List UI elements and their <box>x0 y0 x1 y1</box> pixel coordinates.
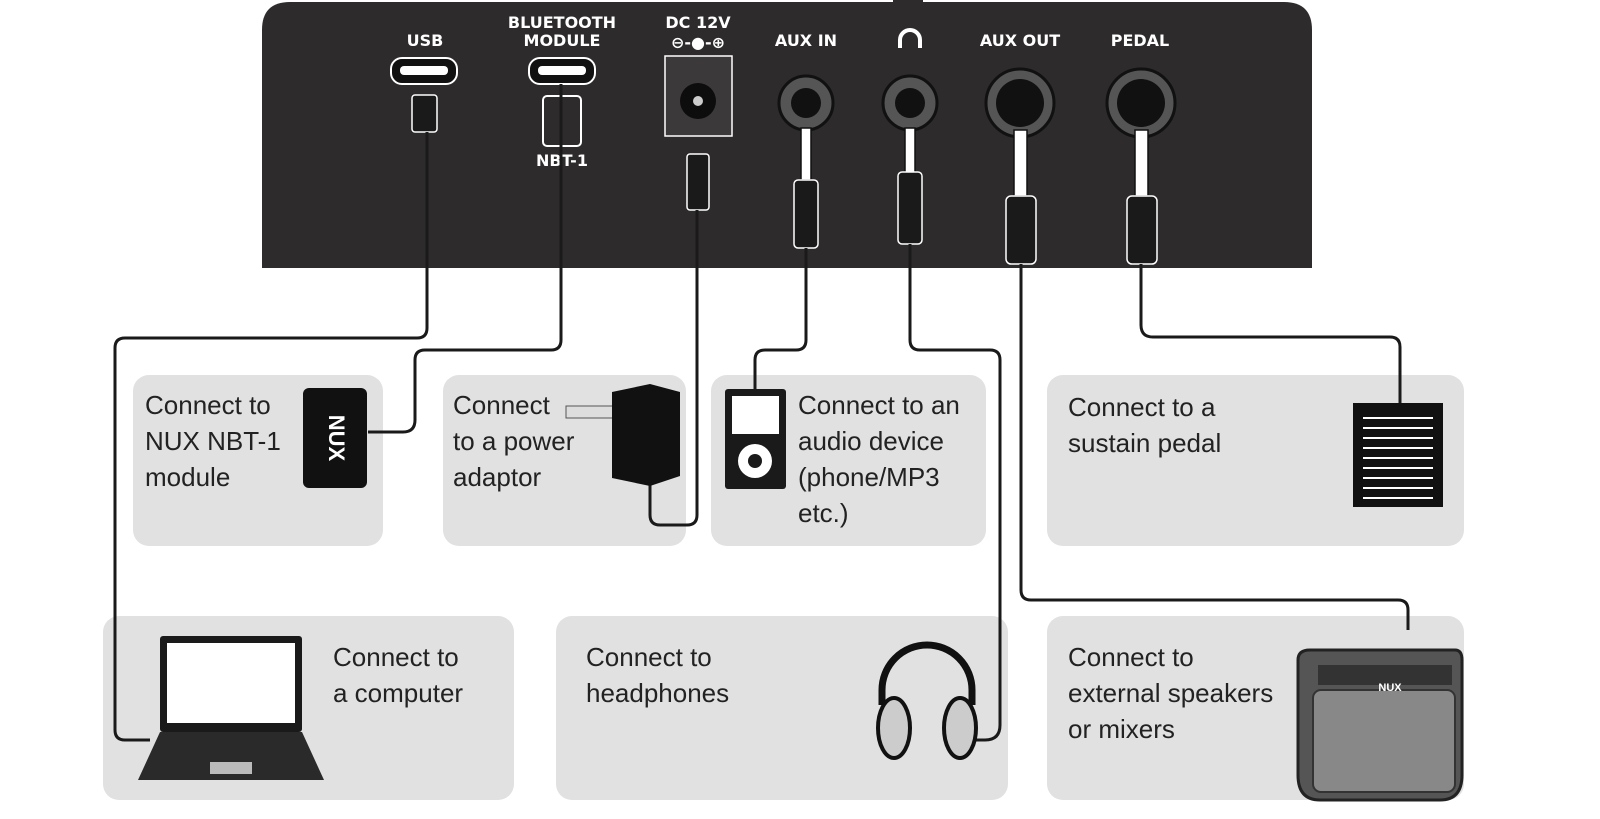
port-label-bluetooth: BLUETOOTH <box>508 13 616 32</box>
port-label-aux-in: AUX IN <box>775 31 837 50</box>
rear-panel <box>262 2 1312 268</box>
port-label-aux-out: AUX OUT <box>980 31 1060 50</box>
computer-text-1: Connect to <box>333 642 459 672</box>
power-text-2: to a power <box>453 426 575 456</box>
usb-plug <box>411 94 438 133</box>
headphones-device-icon <box>876 641 978 760</box>
power-text-1: Connect <box>453 390 551 420</box>
headphones-text-1: Connect to <box>586 642 712 672</box>
nbt-text-2: NUX NBT-1 <box>145 426 281 456</box>
nbt-text-1: Connect to <box>145 390 271 420</box>
power-adaptor-icon <box>565 384 680 486</box>
nbt-module-icon <box>303 388 367 488</box>
speakers-text-2: external speakers <box>1068 678 1273 708</box>
nbt-text-3: module <box>145 462 230 492</box>
sustain-pedal-icon <box>1353 403 1443 507</box>
port-label-dc: DC 12V <box>665 13 731 32</box>
audio-text-2: audio device <box>798 426 944 456</box>
power-text-3: adaptor <box>453 462 542 492</box>
speakers-text-1: Connect to <box>1068 642 1194 672</box>
audio-text-4: etc.) <box>798 498 849 528</box>
headphone-plug <box>897 171 923 245</box>
laptop-icon <box>138 636 324 780</box>
audio-text-3: (phone/MP3 <box>798 462 940 492</box>
polarity-symbol: ⊖-●-⊕ <box>671 33 725 52</box>
pedal-text-2: sustain pedal <box>1068 428 1221 458</box>
port-label-pedal: PEDAL <box>1111 31 1170 50</box>
aux-out-plug <box>1005 195 1037 265</box>
aux-in-plug <box>793 179 819 249</box>
port-label-module: MODULE <box>524 31 601 50</box>
port-label-usb: USB <box>407 31 444 50</box>
pedal-plug <box>1126 195 1158 265</box>
speakers-text-3: or mixers <box>1068 714 1175 744</box>
audio-text-1: Connect to an <box>798 390 960 420</box>
speaker-amp-icon: NUX <box>1296 648 1464 802</box>
cables <box>113 84 1410 742</box>
headphones-icon <box>898 28 922 48</box>
pedal-text-1: Connect to a <box>1068 392 1216 422</box>
headphones-text-2: headphones <box>586 678 729 708</box>
computer-text-2: a computer <box>333 678 463 708</box>
dc-plug <box>686 153 710 211</box>
mp3-player-icon <box>725 389 786 489</box>
amp-logo: NUX <box>1378 682 1402 694</box>
nbt-logo: NUX <box>324 415 349 462</box>
